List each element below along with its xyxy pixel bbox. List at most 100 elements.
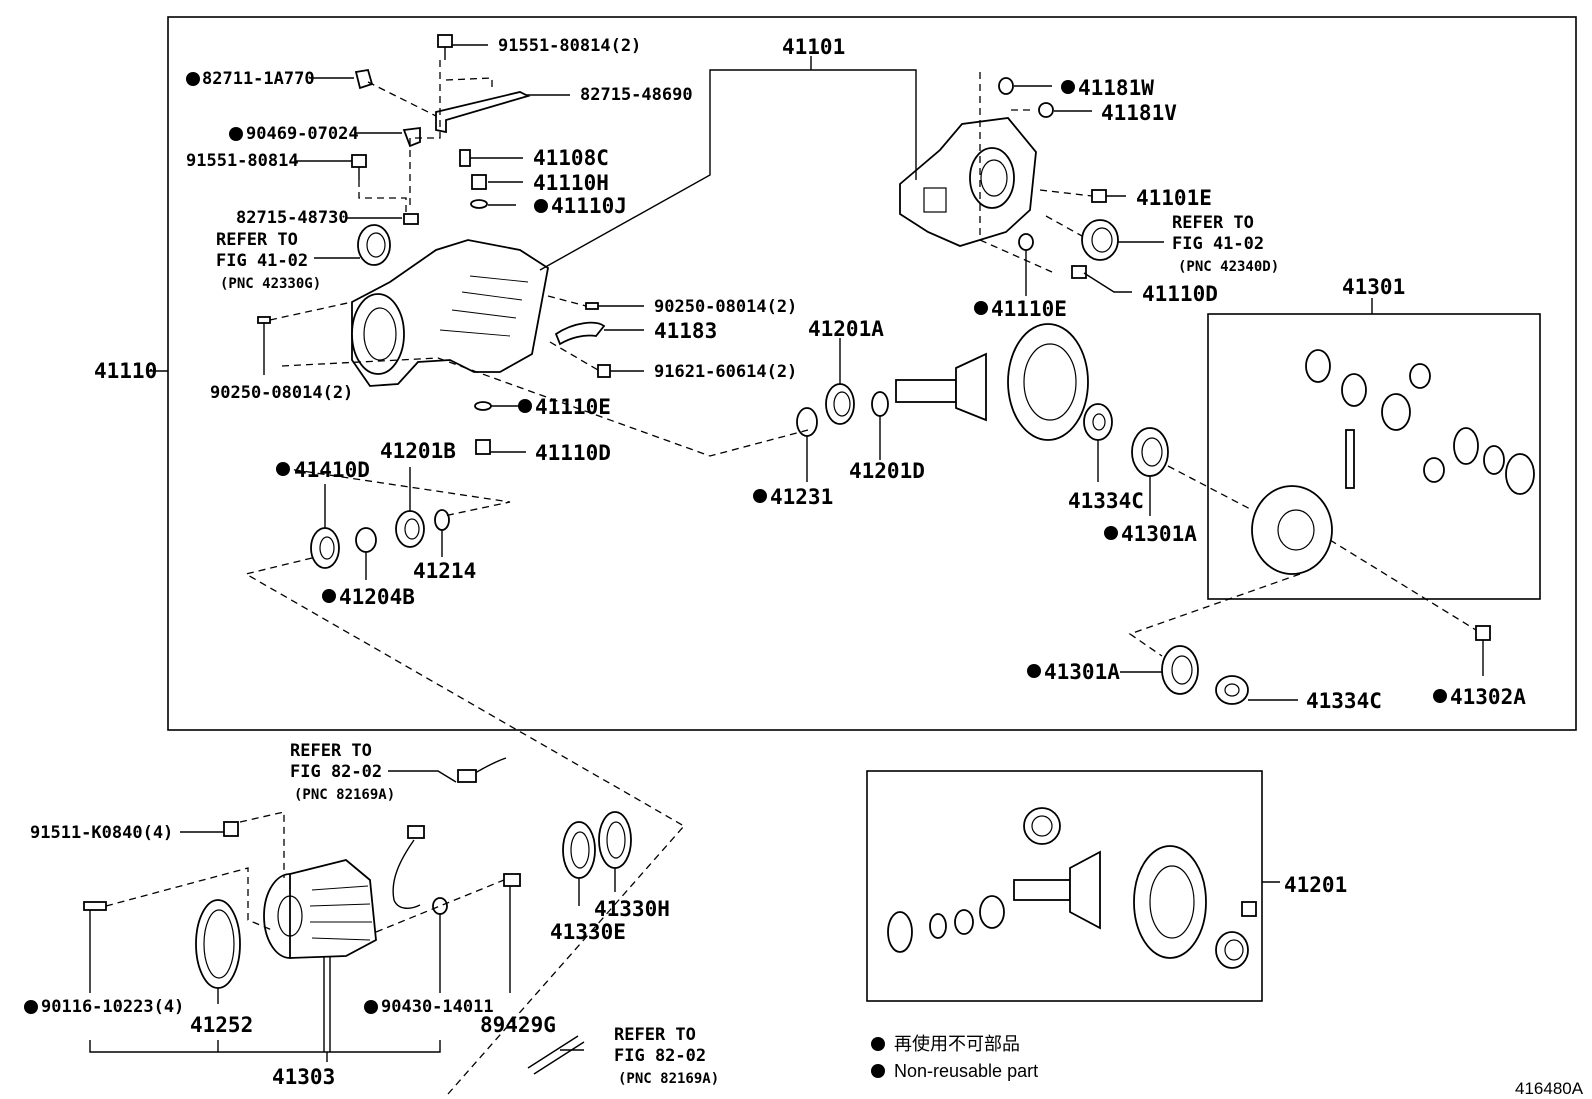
- label-41201d[interactable]: 41201D: [849, 459, 925, 483]
- dot-41204B: [322, 589, 336, 603]
- label-41330e[interactable]: 41330E: [550, 920, 626, 944]
- bracket-82715-48690: [435, 91, 531, 134]
- label-91551-80814[interactable]: 91551-80814: [186, 151, 299, 171]
- ring-gear: [1007, 323, 1089, 441]
- label-41231[interactable]: 41231: [770, 485, 833, 509]
- label-41301[interactable]: 41301: [1342, 275, 1405, 299]
- label-41201a[interactable]: 41201A: [808, 317, 884, 341]
- assembly-dashed-lines: [105, 60, 1477, 1095]
- label-41301a-b[interactable]: 41301A: [1044, 660, 1120, 684]
- label-41110d-mid[interactable]: 41110D: [535, 441, 611, 465]
- washer-41334C-a: [1083, 403, 1113, 441]
- diff-shaft: [1345, 429, 1355, 489]
- label-41410d[interactable]: 41410D: [294, 458, 370, 482]
- diff-side-gear-left: [1305, 349, 1331, 383]
- label-82711-1a770[interactable]: 82711-1A770: [202, 69, 315, 89]
- seal-41330E: [562, 821, 596, 879]
- label-91511-k0840-4[interactable]: 91511-K0840(4): [30, 823, 173, 843]
- label-82715-48690[interactable]: 82715-48690: [580, 85, 693, 105]
- label-90469-07024[interactable]: 90469-07024: [246, 124, 359, 144]
- bracket-82715-48730: [403, 213, 419, 225]
- label-89429g[interactable]: 89429G: [480, 1013, 556, 1037]
- label-41252[interactable]: 41252: [190, 1013, 253, 1037]
- label-41181w[interactable]: 41181W: [1078, 76, 1154, 100]
- bolt-91551-80814: [351, 154, 367, 180]
- legend-japanese: 再使用不可部品: [894, 1034, 1020, 1054]
- label-41303[interactable]: 41303: [272, 1065, 335, 1089]
- breather-41108C: [459, 149, 471, 167]
- dot-41410D: [276, 462, 290, 476]
- label-91621-60614-2[interactable]: 91621-60614(2): [654, 362, 797, 382]
- label-41108c[interactable]: 41108C: [533, 146, 609, 170]
- kit-ring-gear: [1133, 845, 1207, 959]
- kit-seal: [1023, 807, 1061, 845]
- plug-41110D-top: [1071, 265, 1087, 279]
- label-90116-10223-4[interactable]: 90116-10223(4): [41, 997, 184, 1017]
- label-90430-14011[interactable]: 90430-14011: [381, 997, 494, 1017]
- label-41110[interactable]: 41110: [94, 359, 157, 383]
- label-41334c-a[interactable]: 41334C: [1068, 489, 1144, 513]
- dot-82711: [186, 72, 200, 86]
- bearing-41201A: [825, 383, 855, 425]
- label-41181v[interactable]: 41181V: [1101, 101, 1177, 125]
- refer-note-line3: (PNC 82169A): [294, 787, 395, 803]
- dot-41301A-a: [1104, 526, 1118, 540]
- pin-90250-b: [257, 316, 271, 324]
- oil-seal-left: [357, 224, 391, 266]
- refer-note-left-41-02[interactable]: REFER TO FIG 41-02 (PNC 42330G): [216, 230, 321, 292]
- stud-90116: [83, 901, 107, 911]
- label-41330h[interactable]: 41330H: [594, 897, 670, 921]
- label-90250-08014-2-a[interactable]: 90250-08014(2): [654, 297, 797, 317]
- refer-note-mid-82-02[interactable]: REFER TO FIG 82-02 (PNC 82169A): [290, 741, 395, 803]
- refer-note-bottom-82-02[interactable]: REFER TO FIG 82-02 (PNC 82169A): [614, 1025, 719, 1087]
- carrier-cover: [899, 117, 1037, 247]
- dot-90430: [364, 1000, 378, 1014]
- label-41110e-mid[interactable]: 41110E: [535, 395, 611, 419]
- gasket-41110E-mid: [474, 401, 492, 411]
- label-41301a-a[interactable]: 41301A: [1121, 522, 1197, 546]
- label-41110e-top[interactable]: 41110E: [991, 297, 1067, 321]
- legend-dot-ja: [871, 1037, 885, 1051]
- refer-note-line1: REFER TO: [216, 230, 298, 250]
- label-41101e[interactable]: 41101E: [1136, 186, 1212, 210]
- nut-90430: [432, 897, 448, 915]
- label-41110d-top[interactable]: 41110D: [1142, 282, 1218, 306]
- gasket-41110E-top: [1018, 233, 1034, 251]
- carrier-housing: [351, 239, 549, 387]
- label-41214[interactable]: 41214: [413, 559, 476, 583]
- label-41302a[interactable]: 41302A: [1450, 685, 1526, 709]
- dot-41110E-mid: [518, 399, 532, 413]
- ring-pinion-kit-frame: [866, 770, 1263, 1002]
- refer-note-line3: (PNC 82169A): [618, 1071, 719, 1087]
- label-41334c-b[interactable]: 41334C: [1306, 689, 1382, 713]
- dot-41302A: [1433, 689, 1447, 703]
- label-41110h[interactable]: 41110H: [533, 171, 609, 195]
- label-41183[interactable]: 41183: [654, 319, 717, 343]
- differential-case-frame: [1207, 313, 1541, 600]
- refer-note-line2: FIG 41-02: [1172, 234, 1264, 254]
- actuator-41303: [263, 859, 377, 959]
- differential-case: [1251, 485, 1333, 575]
- plug-82711: [354, 68, 374, 90]
- dot-41110E-top: [974, 301, 988, 315]
- label-41201[interactable]: 41201: [1284, 873, 1347, 897]
- label-41204b[interactable]: 41204B: [339, 585, 415, 609]
- dot-41110J: [534, 199, 548, 213]
- refer-note-line1: REFER TO: [1172, 213, 1254, 233]
- oring-41181W: [998, 77, 1014, 95]
- label-90250-08014-2-b[interactable]: 90250-08014(2): [210, 383, 353, 403]
- label-91551-80814-2[interactable]: 91551-80814(2): [498, 36, 641, 56]
- label-82715-48730[interactable]: 82715-48730: [236, 208, 349, 228]
- plug-41110D-mid: [475, 439, 491, 455]
- sensor-89429G: [503, 873, 521, 887]
- drive-pinion: [895, 352, 987, 422]
- label-41110j[interactable]: 41110J: [551, 194, 627, 218]
- label-41201b[interactable]: 41201B: [380, 439, 456, 463]
- kit-bearings: [887, 895, 1005, 953]
- refer-note-line1: REFER TO: [614, 1025, 696, 1045]
- refer-note-line3: (PNC 42340D): [1178, 259, 1279, 275]
- kit-pinion: [1013, 850, 1101, 930]
- refer-note-right-41-02[interactable]: REFER TO FIG 41-02 (PNC 42340D): [1172, 213, 1279, 275]
- label-41101[interactable]: 41101: [782, 35, 845, 59]
